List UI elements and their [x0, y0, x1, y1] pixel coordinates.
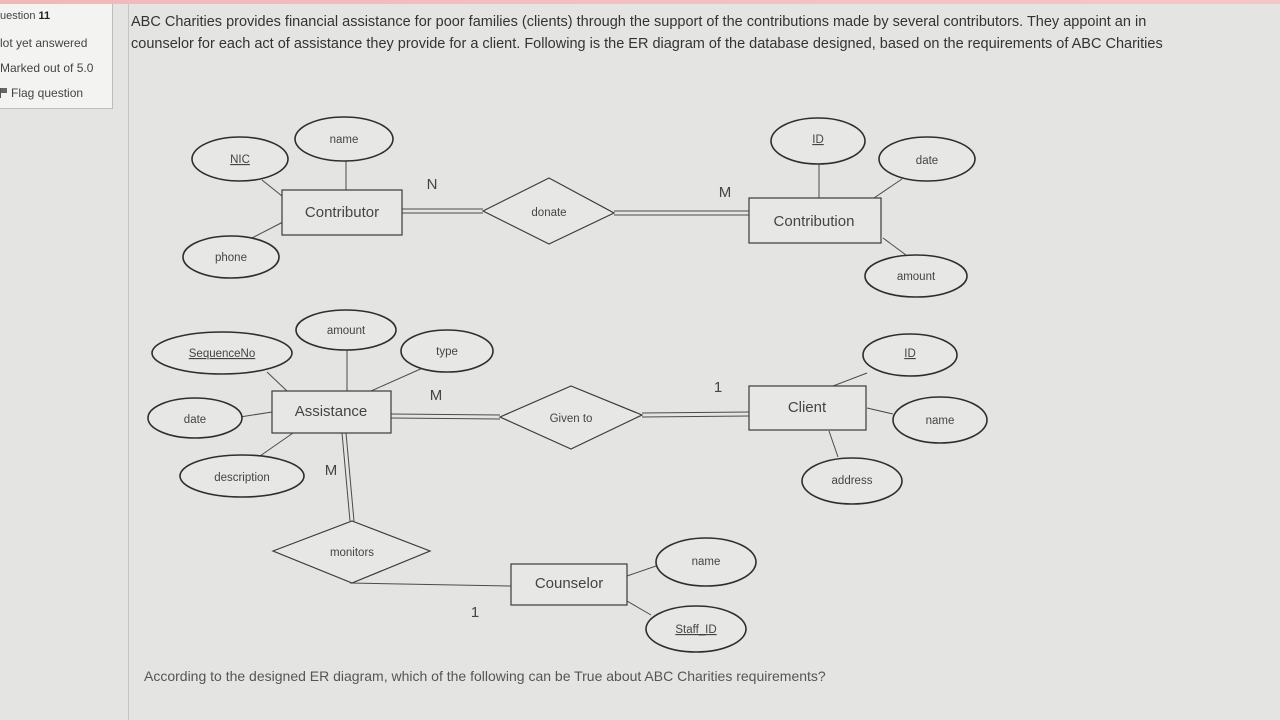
entity-contribution-label: Contribution [774, 213, 855, 230]
attr-assistance-amount-label: amount [327, 325, 366, 337]
attr-client-id [862, 333, 958, 377]
relationship-monitors-label: monitors [330, 547, 374, 559]
attr-assistance-sequenceno [151, 331, 293, 375]
relationship-given-to-label: Given to [550, 413, 593, 425]
attr-counselor-staff-id [645, 605, 747, 653]
attr-assistance-type-label: type [436, 346, 458, 358]
attr-counselor-name-label: name [692, 556, 721, 568]
question-state: lot yet answered [0, 36, 88, 50]
attr-assistance-date [147, 397, 243, 439]
question-text-line-2: counselor for each act of assistance the… [131, 36, 1163, 52]
entity-contributor [281, 189, 403, 236]
entity-contribution [748, 197, 882, 244]
attr-counselor-staff-id-label: Staff_ID [675, 624, 716, 636]
window-top-border [0, 0, 1280, 4]
flag-question-label: Flag question [11, 86, 84, 100]
entity-client-label: Client [788, 399, 827, 416]
question-info-panel: uestion 11 lot yet answered Marked out o… [0, 4, 113, 109]
cardinality-donate-contributor: N [427, 176, 438, 193]
attr-client-id-label: ID [904, 348, 916, 360]
cardinality-monitors-assistance: M [325, 462, 338, 479]
attr-contribution-date [878, 136, 976, 182]
entity-counselor [510, 563, 628, 606]
attr-client-address-label: address [832, 475, 873, 487]
attr-contributor-phone [182, 235, 280, 279]
question-text: ABC Charities provides financial assista… [131, 11, 1280, 55]
attr-contributor-name-label: name [330, 134, 359, 146]
relationship-donate-label: donate [531, 207, 566, 219]
cardinality-given-assistance: M [430, 387, 443, 404]
attr-contribution-date-label: date [916, 155, 938, 167]
attr-contributor-nic [191, 136, 289, 182]
attr-assistance-description-label: description [214, 472, 270, 484]
cardinality-donate-contribution: M [719, 184, 732, 201]
entity-assistance-label: Assistance [295, 403, 368, 420]
attr-client-name-label: name [926, 415, 955, 427]
attr-contribution-id [770, 117, 866, 165]
flag-question-link[interactable]: Flag question [0, 86, 83, 100]
entity-counselor-label: Counselor [535, 575, 603, 592]
attr-contributor-name [294, 116, 394, 162]
attr-assistance-date-label: date [184, 414, 206, 426]
attr-assistance-type [400, 329, 494, 373]
attr-assistance-description [179, 454, 305, 498]
attr-contributor-nic-label: NIC [230, 154, 250, 166]
attr-contribution-amount-label: amount [897, 271, 936, 283]
attr-contributor-phone-label: phone [215, 252, 247, 264]
relationship-monitors [271, 520, 432, 584]
relationship-given-to [498, 385, 644, 450]
flag-icon [0, 88, 8, 98]
entity-client [748, 385, 867, 431]
attr-counselor-name [655, 537, 757, 587]
cardinality-monitors-counselor: 1 [471, 604, 479, 621]
question-prompt: According to the designed ER diagram, wh… [144, 668, 826, 684]
entity-contributor-label: Contributor [305, 204, 379, 221]
question-marks: Marked out of 5.0 [0, 61, 94, 75]
question-number: uestion 11 [0, 10, 51, 22]
attr-client-address [801, 457, 903, 505]
attr-assistance-sequenceno-label: SequenceNo [189, 348, 256, 360]
attr-client-name [892, 396, 988, 444]
entity-assistance [271, 390, 392, 434]
attr-assistance-amount [295, 309, 397, 351]
cardinality-given-client: 1 [714, 379, 722, 396]
relationship-donate [481, 177, 616, 245]
content-divider [128, 4, 129, 720]
attr-contribution-id-label: ID [812, 134, 824, 146]
attr-contribution-amount [864, 254, 968, 298]
question-text-line-1: ABC Charities provides financial assista… [131, 14, 1147, 30]
